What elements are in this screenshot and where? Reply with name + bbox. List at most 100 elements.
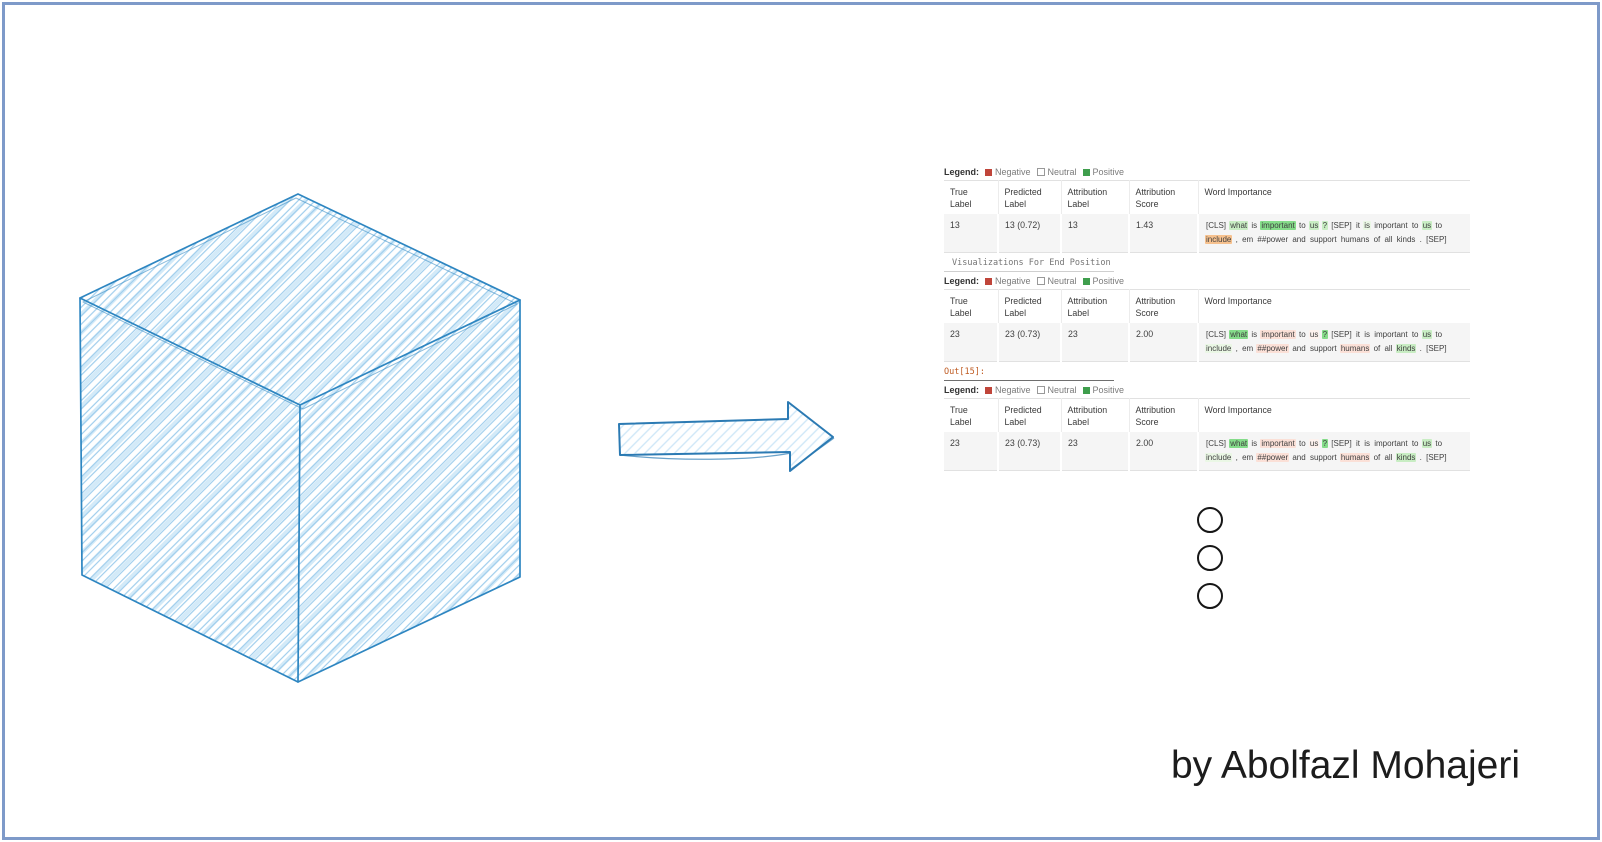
- word-token: .: [1419, 453, 1422, 462]
- legend-item-label: Negative: [995, 276, 1031, 286]
- cell-true-label: 23: [944, 432, 998, 471]
- cell-true-label: 23: [944, 323, 998, 362]
- word-token: [SEP]: [1331, 221, 1352, 230]
- word-token: is: [1364, 330, 1370, 339]
- word-token: [CLS]: [1206, 221, 1227, 230]
- word-token: and: [1292, 344, 1306, 353]
- legend-item-label: Positive: [1092, 385, 1125, 395]
- word-token: ,: [1235, 453, 1238, 462]
- section-divider: [944, 271, 1114, 272]
- word-token: of: [1373, 235, 1381, 244]
- word-token: [CLS]: [1206, 439, 1227, 448]
- word-token: ,: [1235, 344, 1238, 353]
- column-header: Word Importance: [1197, 398, 1470, 432]
- word-token: to: [1299, 221, 1306, 230]
- word-token: kinds: [1395, 344, 1417, 353]
- column-header: Predicted Label: [997, 180, 1061, 214]
- word-token: to: [1435, 221, 1443, 230]
- word-token: .: [1419, 344, 1422, 353]
- column-header: Attribution Score: [1128, 180, 1198, 214]
- cell-attribution-label: 23: [1060, 432, 1129, 471]
- word-token: to: [1299, 330, 1306, 339]
- word-token: include: [1205, 235, 1233, 244]
- word-token: what: [1229, 221, 1249, 230]
- arrow-right-sketch: [618, 401, 835, 472]
- arrow-shape: [618, 401, 834, 472]
- word-token: is: [1251, 221, 1258, 230]
- word-token: [SEP]: [1426, 453, 1447, 462]
- word-token: us: [1308, 330, 1320, 339]
- column-header: Predicted Label: [997, 398, 1061, 432]
- word-token: to: [1435, 330, 1443, 339]
- word-token: and: [1292, 453, 1306, 462]
- neutral-swatch-icon: [1036, 386, 1045, 394]
- neutral-swatch-icon: [1036, 277, 1045, 285]
- word-token: is: [1251, 439, 1258, 448]
- legend-item-label: Positive: [1092, 276, 1125, 286]
- word-token: to: [1411, 439, 1419, 448]
- cell-word-importance: [CLS] what is important to us ? [SEP] it…: [1197, 432, 1470, 471]
- word-token: ##power: [1256, 344, 1290, 353]
- column-header: Attribution Label: [1060, 398, 1129, 432]
- column-header: True Label: [944, 398, 998, 432]
- word-token: to: [1299, 439, 1306, 448]
- word-token: [SEP]: [1331, 439, 1352, 448]
- word-token: include: [1205, 453, 1233, 462]
- word-token: kinds: [1395, 453, 1417, 462]
- legend-item-label: Neutral: [1047, 276, 1077, 286]
- positive-swatch-icon: [1082, 278, 1090, 285]
- legend-label: Legend:: [944, 276, 979, 286]
- word-token: support: [1309, 453, 1337, 462]
- word-token: em: [1242, 235, 1254, 244]
- word-token: it: [1355, 330, 1360, 339]
- word-token: important: [1260, 330, 1296, 339]
- column-header: True Label: [944, 180, 998, 214]
- negative-swatch-icon: [985, 169, 992, 176]
- word-token: support: [1309, 235, 1337, 244]
- ellipsis-circles: [1197, 507, 1223, 609]
- word-token: [SEP]: [1426, 344, 1447, 353]
- legend-item-label: Neutral: [1047, 167, 1077, 177]
- word-token: important: [1374, 221, 1408, 230]
- negative-swatch-icon: [985, 278, 992, 285]
- word-token: what: [1229, 330, 1249, 339]
- word-token: [CLS]: [1206, 330, 1227, 339]
- cell-predicted-label: 13 (0.72): [997, 214, 1061, 253]
- word-token: em: [1242, 453, 1254, 462]
- word-token: humans: [1339, 453, 1371, 462]
- word-token: ,: [1235, 235, 1238, 244]
- section-divider: [944, 380, 1114, 381]
- neutral-swatch-icon: [1036, 168, 1045, 176]
- column-header: Attribution Score: [1128, 398, 1198, 432]
- circle-icon: [1197, 545, 1223, 571]
- legend-item-label: Negative: [995, 385, 1031, 395]
- positive-swatch-icon: [1082, 387, 1090, 394]
- word-token: important: [1260, 439, 1296, 448]
- cube-edges: [79, 193, 521, 683]
- word-token: and: [1292, 235, 1306, 244]
- word-token: us: [1421, 221, 1433, 230]
- legend-label: Legend:: [944, 167, 979, 177]
- legend-label: Legend:: [944, 385, 979, 395]
- word-token: .: [1419, 235, 1422, 244]
- word-token: all: [1384, 453, 1393, 462]
- cell-attribution-score: 2.00: [1128, 323, 1198, 362]
- circle-icon: [1197, 507, 1223, 533]
- word-token: to: [1411, 221, 1419, 230]
- jupyter-out-prompt: Out[15]:: [944, 367, 985, 377]
- word-token: of: [1373, 344, 1381, 353]
- circle-icon: [1197, 583, 1223, 609]
- cube-sketch: [79, 193, 521, 683]
- column-header: Word Importance: [1197, 289, 1470, 323]
- word-token: it: [1355, 221, 1360, 230]
- cell-true-label: 13: [944, 214, 998, 253]
- word-token: ?: [1321, 439, 1329, 448]
- legend-row: Legend: Negative Neutral Positive: [944, 275, 1471, 287]
- column-header: Attribution Score: [1128, 289, 1198, 323]
- word-token: us: [1421, 439, 1433, 448]
- word-token: ##power: [1257, 235, 1289, 244]
